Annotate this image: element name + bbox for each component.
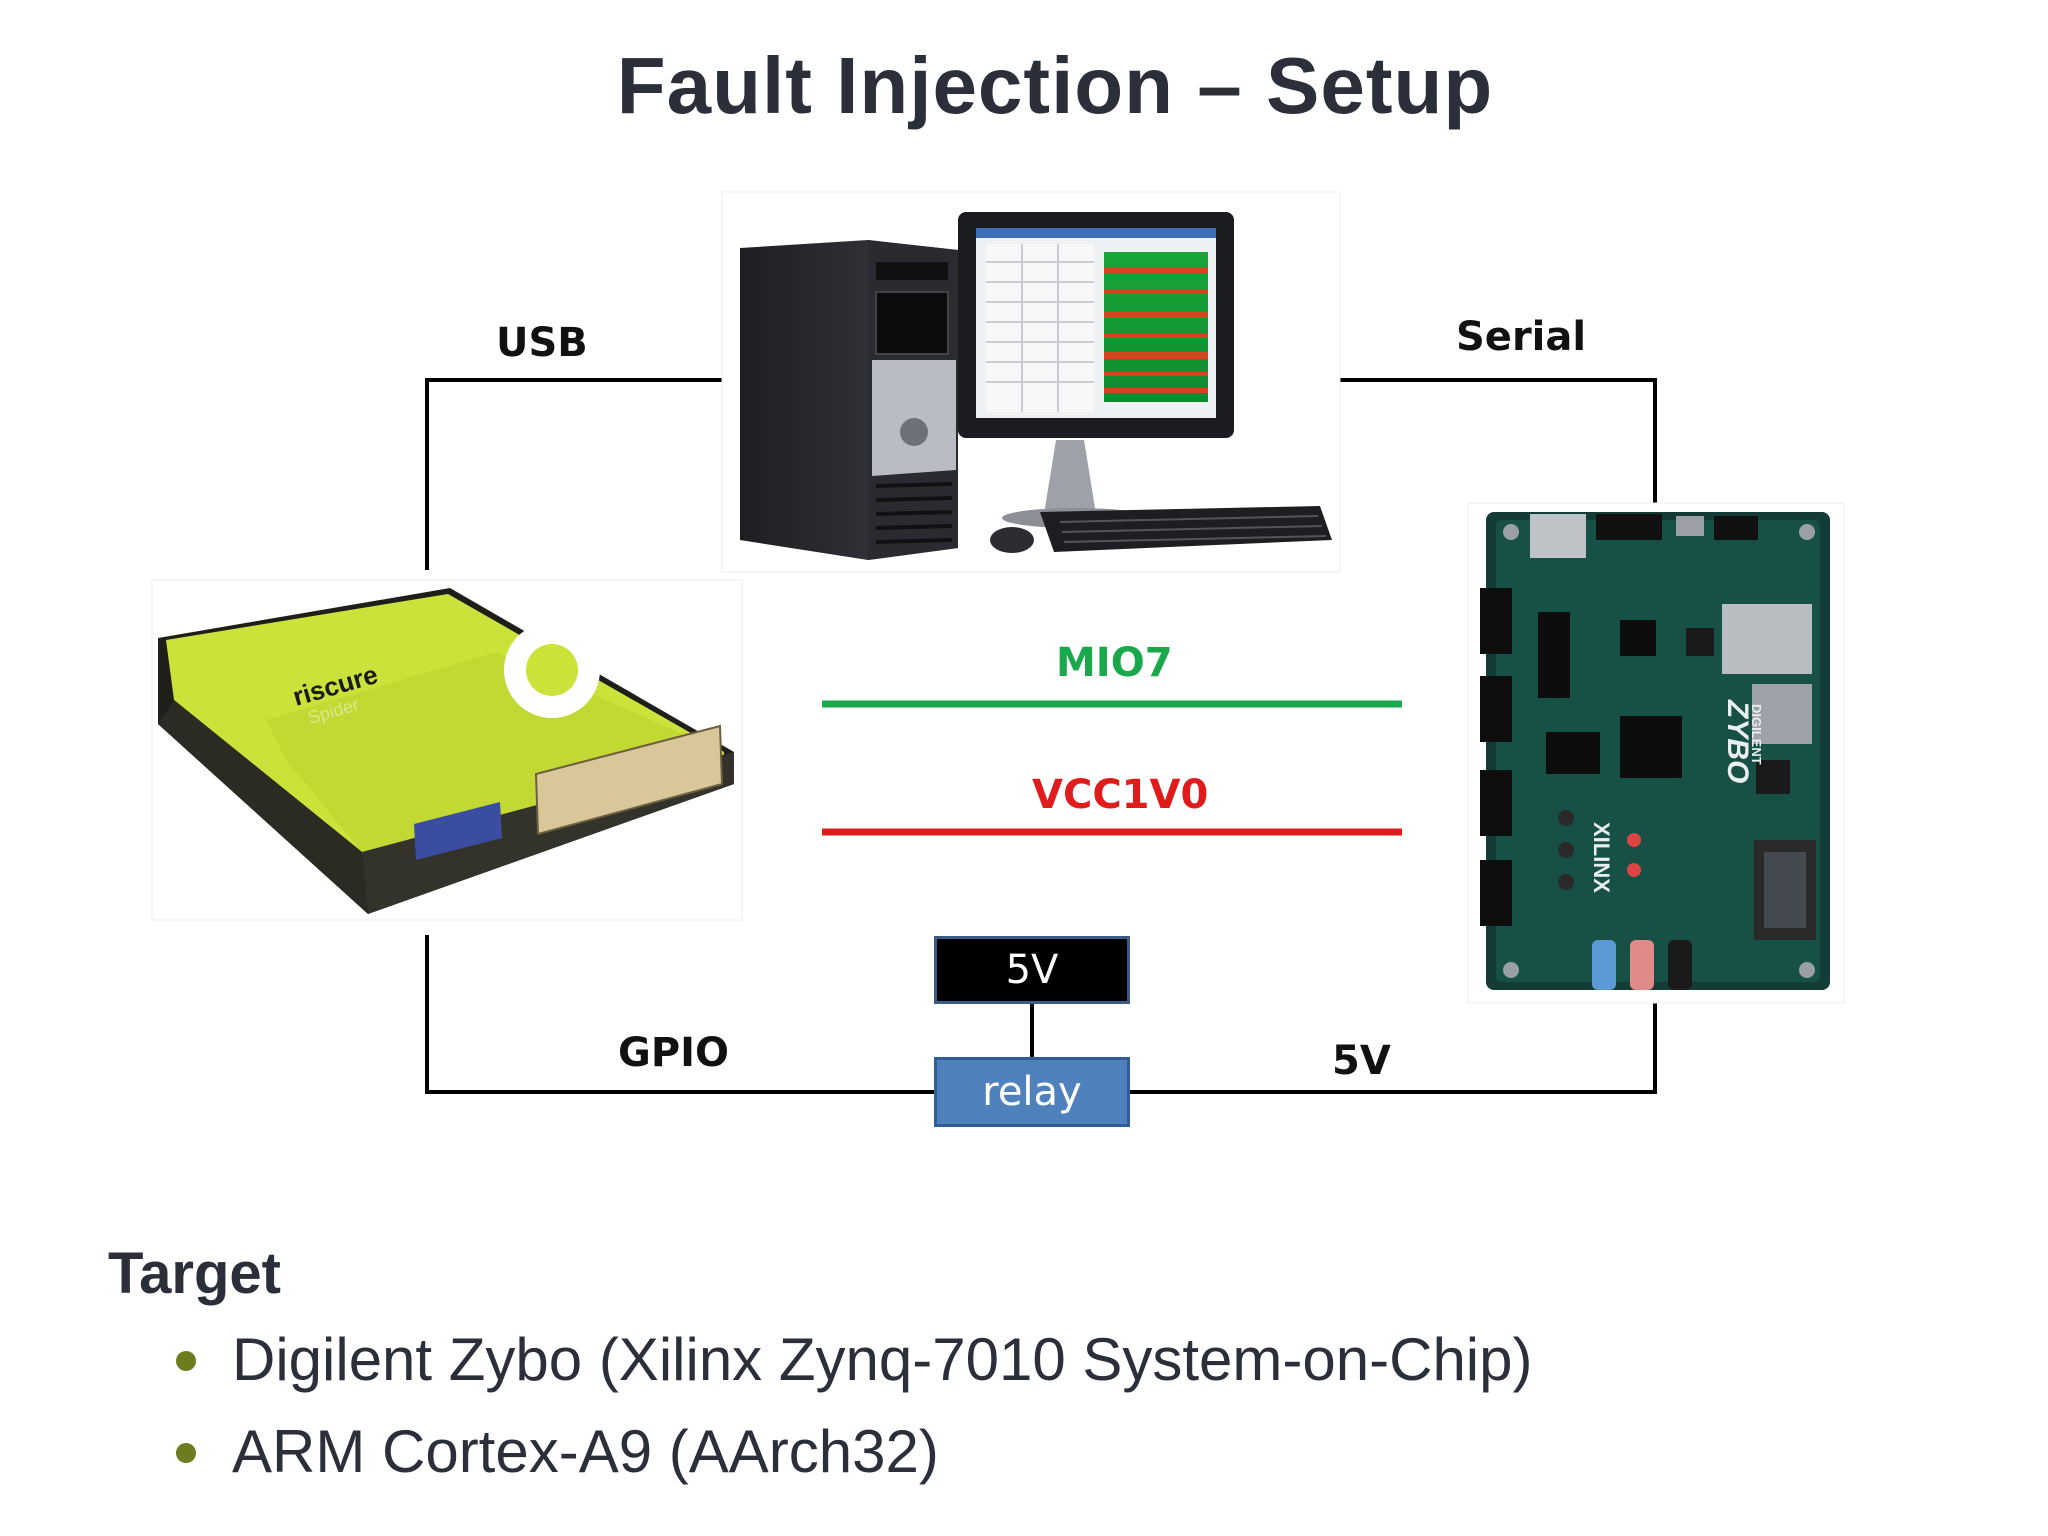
relay-box: relay	[934, 1057, 1130, 1127]
page-title: Fault Injection – Setup	[616, 41, 1494, 130]
vcc-label: VCC1V0	[1032, 772, 1209, 818]
list-item-text: ARM Cortex-A9 (AArch32)	[232, 1418, 939, 1485]
gpio-wire	[425, 935, 934, 1094]
target-heading: Target	[108, 1241, 281, 1306]
five-volt-supply-box: 5V	[934, 936, 1130, 1004]
target-list: Digilent Zybo (Xilinx Zynq-7010 System-o…	[172, 1325, 1533, 1509]
digilent-brand-text: DIGILENT	[1749, 704, 1764, 765]
bullet-icon	[176, 1443, 196, 1463]
serial-wire	[1340, 378, 1657, 505]
zybo-board-image: ZYBO XILINX DIGILENT	[1467, 502, 1845, 1004]
list-item: Digilent Zybo (Xilinx Zynq-7010 System-o…	[172, 1325, 1533, 1417]
mio7-label: MIO7	[1056, 640, 1173, 686]
serial-label: Serial	[1456, 314, 1587, 360]
computer-image	[721, 191, 1341, 573]
five-volt-wire	[1130, 1002, 1657, 1094]
usb-label: USB	[496, 320, 588, 366]
list-item: ARM Cortex-A9 (AArch32)	[172, 1417, 1533, 1509]
riscure-spider-image: riscure Spider	[151, 579, 743, 921]
bullet-icon	[176, 1351, 196, 1371]
zybo-brand-text: ZYBO	[1721, 699, 1754, 783]
list-item-text: Digilent Zybo (Xilinx Zynq-7010 System-o…	[232, 1326, 1533, 1393]
xilinx-brand-text: XILINX	[1589, 822, 1614, 893]
usb-wire	[425, 378, 722, 570]
gpio-label: GPIO	[618, 1030, 730, 1076]
five-volt-label: 5V	[1332, 1038, 1391, 1084]
